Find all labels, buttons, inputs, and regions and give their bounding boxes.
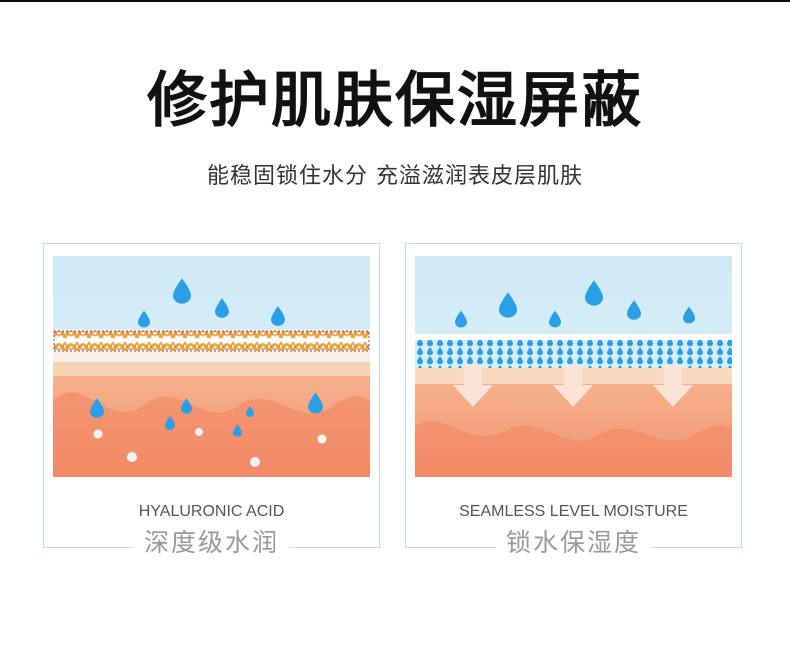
moisture-dot-layer: [415, 340, 732, 368]
epidermis-layer: [53, 362, 370, 376]
card-label-english: HYALURONIC ACID: [138, 503, 285, 520]
barrier-top-line: [415, 334, 732, 340]
dermis-wave: [415, 420, 732, 477]
molecule-dot: [127, 452, 137, 462]
skin-hydration-illustration: [53, 256, 370, 477]
hyaluronic-helix-layer: [53, 330, 370, 352]
molecule-dot: [250, 457, 260, 467]
card-label-chinese: 深度级水润: [43, 525, 380, 561]
top-divider: [0, 0, 790, 2]
card-label-english: SEAMLESS LEVEL MOISTURE: [459, 503, 688, 520]
molecule-dot: [317, 434, 327, 444]
molecule-dot: [195, 428, 203, 436]
barrier-layer: [53, 352, 370, 362]
hyaluronic-acid-card: HYALURONIC ACID 深度级水润: [43, 243, 380, 557]
page-subtitle: 能稳固锁住水分 充溢滋润表皮层肌肤: [207, 164, 583, 189]
card-label-chinese: 锁水保湿度: [405, 525, 742, 561]
seamless-moisture-card: SEAMLESS LEVEL MOISTURE 锁水保湿度: [405, 243, 742, 557]
moisture-lock-illustration: [415, 256, 732, 477]
page-title: 修护肌肤保湿屏蔽: [147, 66, 643, 136]
molecule-dot: [93, 429, 103, 439]
